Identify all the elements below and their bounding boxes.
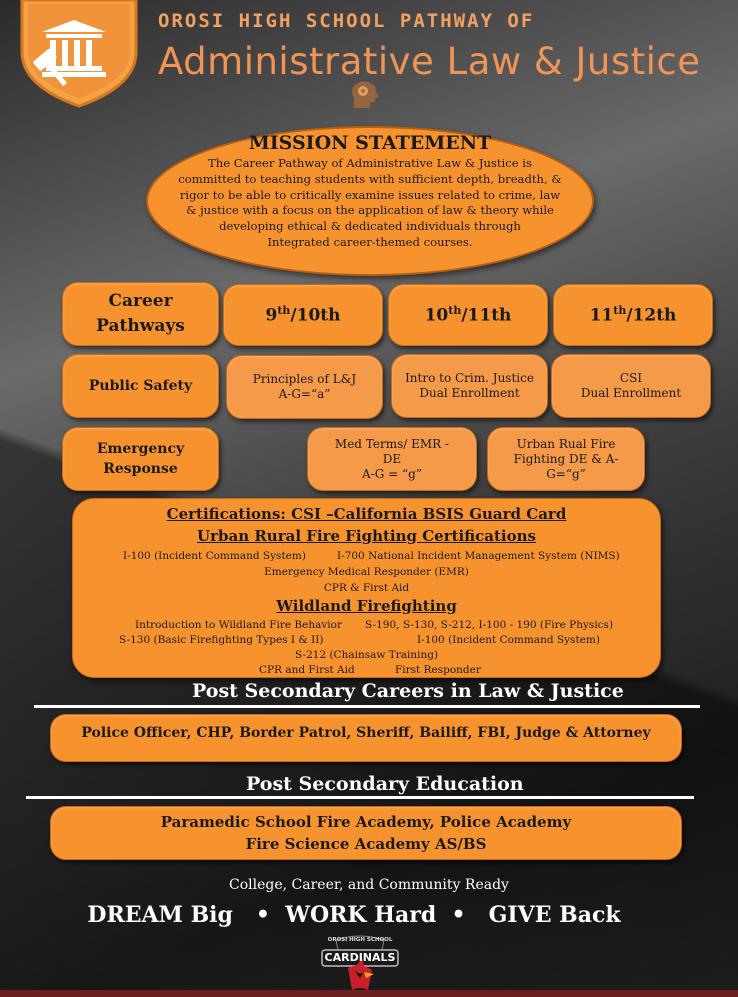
cardinals-logo: OROSI HIGH SCHOOL CARDINALS [316, 932, 404, 992]
cert-item: Introduction to Wildland Fire Behavior [135, 619, 342, 631]
header-label-line: Pathways [96, 316, 185, 336]
cert-item: S-130 (Basic Firefighting Types I & II) [119, 634, 324, 646]
logo-school-text: OROSI HIGH SCHOOL [327, 937, 393, 943]
course-line: G=“g” [546, 466, 586, 481]
grade-11-12-header: 11th/12th [553, 284, 713, 346]
grade-sup: th [277, 304, 291, 318]
mission-line: rigor to be able to critically examine i… [179, 187, 561, 202]
divider [26, 796, 694, 799]
grade-9-10-header: 9th/10th [223, 284, 383, 346]
course-line: Med Terms/ EMR - [334, 436, 450, 451]
course-line: A-G = “g” [362, 466, 422, 481]
mission-line: The Career Pathway of Administrative Law… [208, 156, 532, 170]
cert-item: CPR and First Aid [259, 664, 355, 676]
cardinal-bird-icon [321, 935, 399, 990]
careers-list-box: Police Officer, CHP, Border Patrol, Sher… [50, 714, 682, 762]
cert-item: I-700 National Incident Management Syste… [337, 550, 620, 562]
cert-item: I-100 (Incident Command System) [417, 634, 600, 646]
urban-heading: Urban Rural Fire Fighting Certifications [197, 527, 536, 545]
motto: DREAM Big • WORK Hard • GIVE Back [87, 902, 621, 928]
wildland-heading: Wildland Firefighting [276, 597, 457, 615]
divider [34, 705, 700, 708]
cert-item: CPR & First Aid [323, 582, 410, 594]
row-label: Public Safety [88, 378, 193, 394]
logo-name-text: CARDINALS [324, 951, 396, 964]
row-label-line: Emergency [96, 441, 185, 457]
grade-text: /11th [461, 305, 512, 326]
header-subtitle: OROSI HIGH SCHOOL PATHWAY OF [158, 10, 535, 32]
course-line: CSI [619, 371, 643, 385]
course-line: Intro to Crim. Justice [405, 371, 534, 385]
grade-text: 11 [589, 305, 614, 326]
education-line: Fire Science Academy AS/BS [245, 835, 487, 853]
gavel-shield-icon [20, 0, 138, 108]
mission-statement: MISSION STATEMENT The Career Pathway of … [146, 126, 594, 276]
course-line: DE [382, 451, 402, 466]
career-pathways-header: Career Pathways [62, 282, 219, 346]
course-line: Dual Enrollment [419, 386, 520, 400]
grade-10-11-header: 10th/11th [388, 284, 548, 346]
mission-line: & justice with a focus on the applicatio… [186, 203, 554, 218]
cert-item: S-212 (Chainsaw Training) [294, 649, 439, 661]
row-label-line: Response [103, 461, 178, 477]
grade-text: /10th [290, 305, 341, 326]
course-line: Urban Rual Fire [516, 436, 616, 451]
cert-item: First Responder [395, 664, 481, 676]
grade-text: 9 [265, 305, 278, 326]
bottom-strip [0, 990, 738, 997]
course-line: Principles of L&J [252, 372, 357, 386]
certifications-heading: Certifications: CSI –California BSIS Gua… [166, 505, 567, 523]
education-line: Paramedic School Fire Academy, Police Ac… [160, 813, 572, 831]
grade-sup: th [613, 304, 627, 318]
head-gear-icon [352, 81, 379, 108]
header-label-line: Career [108, 291, 173, 311]
tagline: College, Career, and Community Ready [229, 877, 509, 893]
grade-sup: th [448, 304, 462, 318]
course-line: Fighting DE & A- [513, 451, 619, 466]
mission-line: Integrated career-themed courses. [267, 234, 473, 249]
mission-line: committed to teaching students with suff… [178, 171, 562, 186]
mission-text: The Career Pathway of Administrative Law… [178, 156, 562, 251]
cert-item: S-190, S-130, S-212, I-100 - 190 (Fire P… [365, 619, 614, 631]
cert-item: I-100 (Incident Command System) [123, 550, 306, 562]
education-heading: Post Secondary Education [246, 773, 524, 795]
mission-line: developing ethical & dedicated individua… [219, 219, 521, 234]
course-line: A-G=“a” [278, 387, 331, 401]
education-box: Paramedic School Fire Academy, Police Ac… [50, 806, 682, 860]
careers-list: Police Officer, CHP, Border Patrol, Sher… [81, 725, 651, 741]
mission-title: MISSION STATEMENT [248, 132, 492, 154]
careers-heading: Post Secondary Careers in Law & Justice [192, 680, 624, 702]
grade-text: 10 [424, 305, 449, 326]
course-line: Dual Enrollment [580, 386, 682, 400]
certifications-panel: Certifications: CSI –California BSIS Gua… [72, 498, 661, 678]
grade-text: /12th [626, 305, 677, 326]
public-safety-label: Public Safety [62, 354, 219, 418]
cert-item: Emergency Medical Responder (EMR) [264, 566, 469, 578]
header-title: Administrative Law & Justice [158, 40, 701, 83]
